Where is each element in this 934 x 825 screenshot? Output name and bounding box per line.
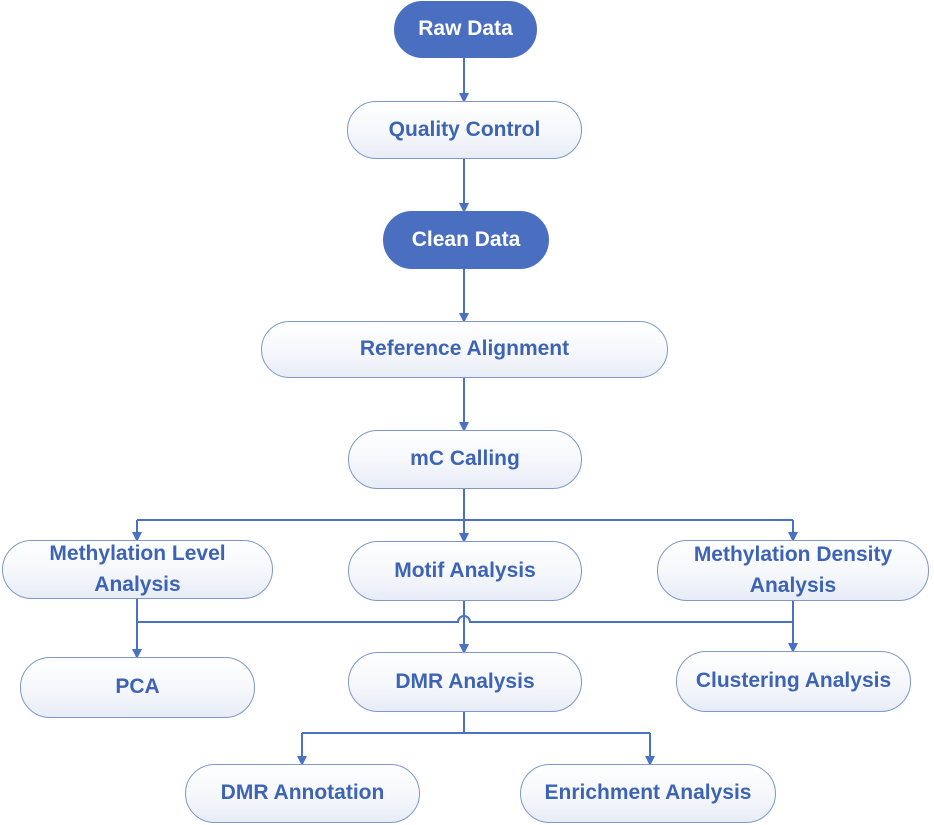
methylation-density-node: Methylation Density Analysis <box>657 540 929 601</box>
methylation-level-label-line1: Methylation Level <box>49 542 226 566</box>
pca-node: PCA <box>20 657 255 718</box>
raw-data-node: Raw Data <box>394 1 537 58</box>
dmr-annotation-label: DMR Annotation <box>220 781 385 805</box>
motif-analysis-label: Motif Analysis <box>394 558 536 582</box>
enrichment-analysis-label: Enrichment Analysis <box>544 781 752 805</box>
dmr-analysis-label: DMR Analysis <box>395 669 535 693</box>
reference-alignment-node: Reference Alignment <box>261 321 668 378</box>
motif-analysis-node: Motif Analysis <box>348 541 582 601</box>
clean-data-label: Clean Data <box>411 227 521 251</box>
pca-label: PCA <box>115 675 160 699</box>
dmr-analysis-node: DMR Analysis <box>348 652 582 712</box>
reference-alignment-label: Reference Alignment <box>359 337 570 361</box>
enrichment-analysis-node: Enrichment Analysis <box>520 764 776 823</box>
dmr-annotation-node: DMR Annotation <box>185 764 420 823</box>
methylation-density-label-line1: Methylation Density <box>693 543 893 567</box>
clean-data-node: Clean Data <box>383 211 549 269</box>
mc-calling-label: mC Calling <box>410 447 520 471</box>
raw-data-label: Raw Data <box>418 17 513 41</box>
methylation-level-label-line2: Analysis <box>94 572 181 596</box>
mc-calling-node: mC Calling <box>348 430 582 489</box>
quality-control-label: Quality Control <box>388 117 541 141</box>
methylation-density-label-line2: Analysis <box>749 573 837 597</box>
clustering-analysis-node: Clustering Analysis <box>676 651 911 712</box>
clustering-analysis-label: Clustering Analysis <box>695 669 892 693</box>
methylation-level-node: Methylation Level Analysis <box>2 540 273 599</box>
quality-control-node: Quality Control <box>347 101 582 159</box>
